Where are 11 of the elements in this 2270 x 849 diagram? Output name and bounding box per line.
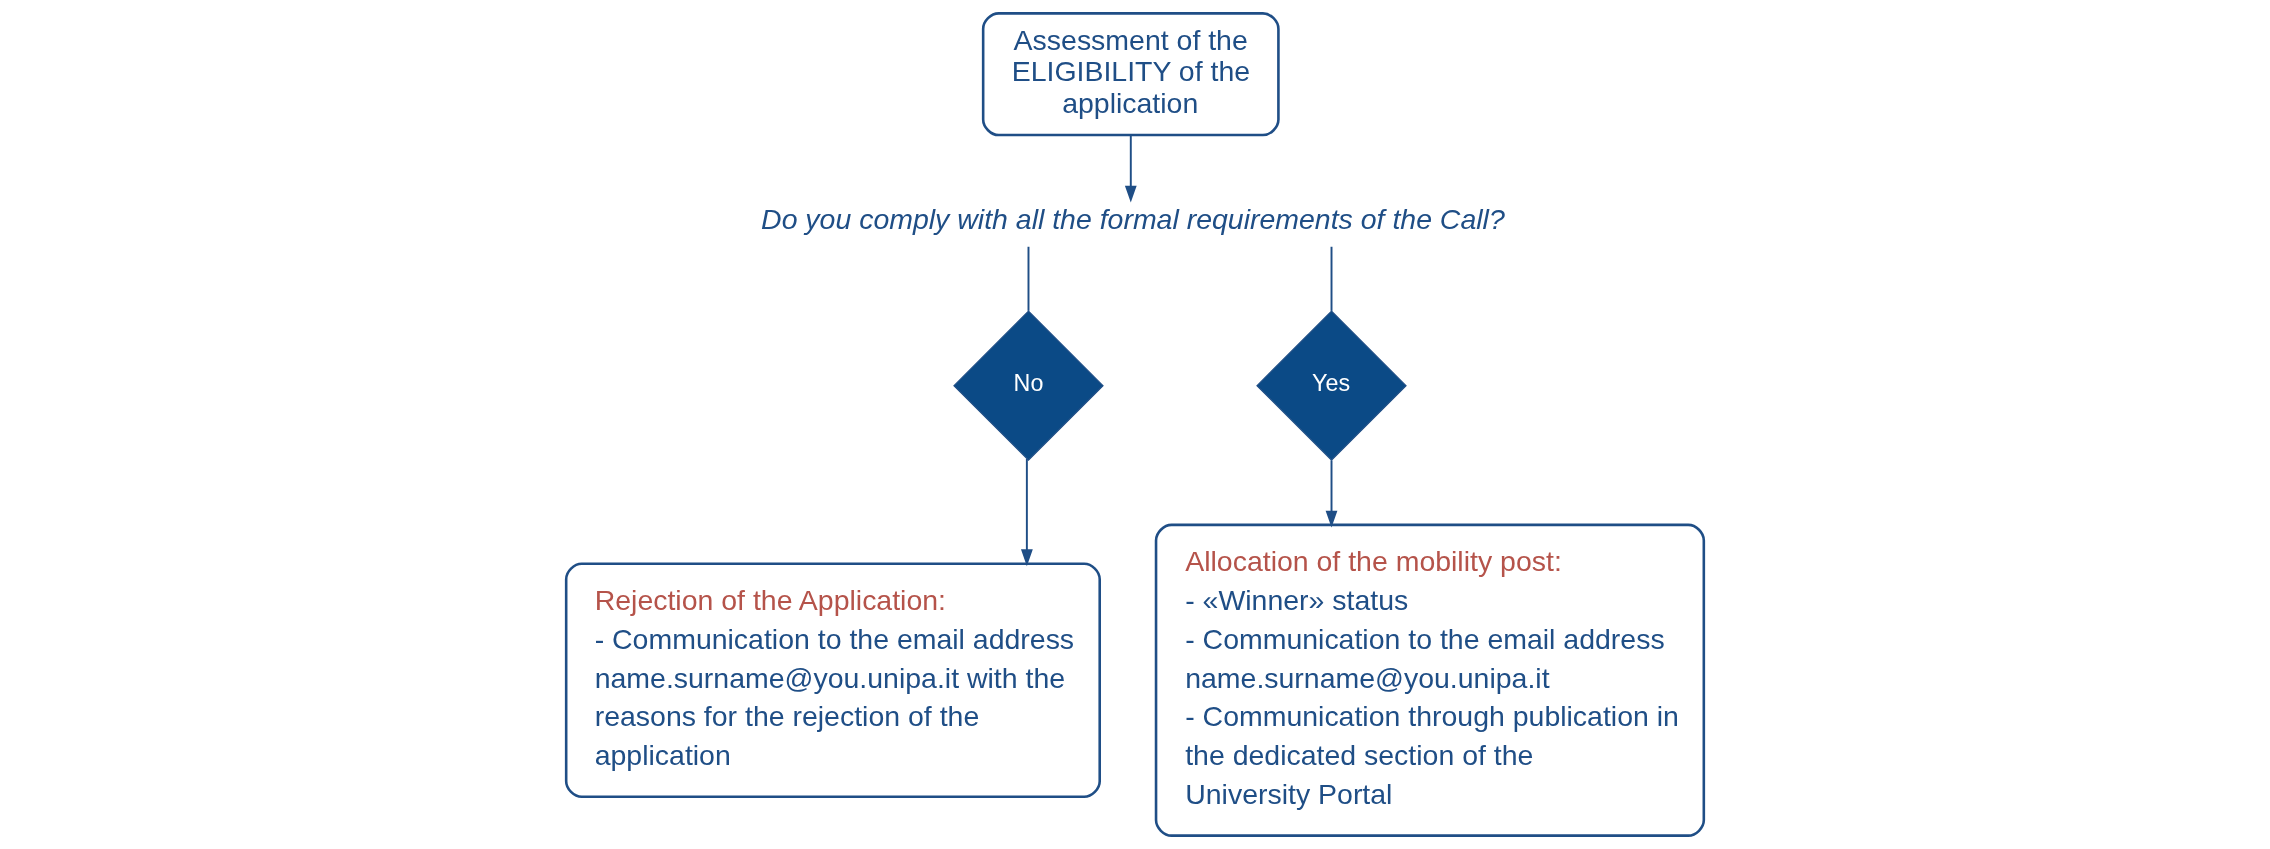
node-box: Assessment of the ELIGIBILITY of the application bbox=[981, 12, 1280, 137]
arrow bbox=[1325, 459, 1338, 528]
node-diamond: Yes bbox=[1256, 310, 1407, 462]
node-diamond: No bbox=[953, 310, 1104, 462]
node-text: Do you comply with all the formal requirements of the Call? bbox=[761, 203, 1505, 236]
node-box: Allocation of the mobility post: - «Winner» status - Communication to the email address name.surname@you.unipa.it - Communication through publication in the dedicated section of the University Portal bbox=[1154, 523, 1706, 837]
connector bbox=[1027, 245, 1030, 312]
node-box: Rejection of the Application: - Communication to the email address name.surname@you.unipa.it with the reasons for the rejection of the application bbox=[564, 562, 1101, 799]
arrow bbox=[1020, 457, 1033, 567]
arrow bbox=[1124, 134, 1137, 203]
connector bbox=[1330, 245, 1333, 312]
